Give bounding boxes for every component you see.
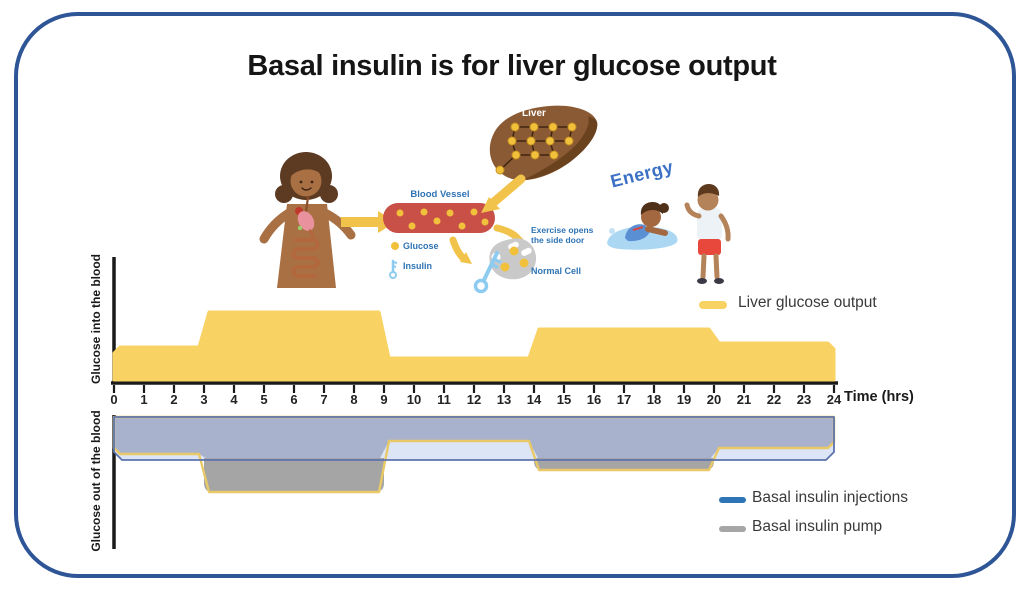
insulin-label: Insulin	[403, 261, 432, 271]
axis-tick-label: 11	[436, 392, 452, 407]
axis-tick-label: 21	[736, 392, 752, 407]
axis-tick-label: 23	[796, 392, 812, 407]
blood-vessel-label: Blood Vessel	[396, 189, 484, 200]
axis-tick-label: 0	[106, 392, 122, 407]
axis-tick-label: 4	[226, 392, 242, 407]
axis-tick-label: 15	[556, 392, 572, 407]
axis-tick-label: 5	[256, 392, 272, 407]
axis-tick-label: 22	[766, 392, 782, 407]
page-title: Basal insulin is for liver glucose outpu…	[0, 50, 1024, 83]
woman-illustration	[264, 152, 351, 288]
axis-tick-label: 18	[646, 392, 662, 407]
swimmer-illustration	[607, 202, 677, 250]
axis-tick-label: 24	[826, 392, 842, 407]
liver-glucose-output-area	[114, 312, 834, 380]
liver-glucose-legend-label: Liver glucose output	[738, 294, 877, 312]
arrow-liver-to-vessel-icon	[481, 179, 521, 213]
axis-tick-label: 9	[376, 392, 392, 407]
liver-glucose-legend-swatch	[699, 301, 727, 309]
axis-tick-label: 12	[466, 392, 482, 407]
axis-tick-label: 16	[586, 392, 602, 407]
insulin-pump-legend-swatch	[719, 526, 746, 532]
axis-tick-label: 20	[706, 392, 722, 407]
axis-tick-label: 6	[286, 392, 302, 407]
axis-tick-label: 13	[496, 392, 512, 407]
blood-vessel-illustration	[383, 203, 495, 233]
exercise-note-label: Exercise opens the side door	[531, 225, 595, 245]
y-axis-label-bottom: Glucose out of the blood	[89, 410, 103, 551]
axis-tick-label: 2	[166, 392, 182, 407]
arrow-to-cell-icon	[453, 240, 472, 264]
axis-tick-label: 19	[676, 392, 692, 407]
standing-person-illustration	[687, 184, 728, 284]
y-axis-label-top: Glucose into the blood	[89, 254, 103, 384]
normal-cell-label: Normal Cell	[531, 266, 581, 276]
axis-tick-label: 8	[346, 392, 362, 407]
glucose-dot-icon	[391, 242, 399, 250]
insulin-area	[114, 417, 834, 492]
liver-label: Liver	[514, 108, 554, 119]
insulin-injections-legend-label: Basal insulin injections	[752, 489, 908, 507]
axis-tick-label: 17	[616, 392, 632, 407]
axis-tick-label: 3	[196, 392, 212, 407]
axis-tick-label: 10	[406, 392, 422, 407]
axis-tick-label: 7	[316, 392, 332, 407]
glucose-label: Glucose	[403, 241, 439, 251]
axis-tick-label: 1	[136, 392, 152, 407]
normal-cell-illustration	[476, 238, 537, 291]
insulin-pump-legend-label: Basal insulin pump	[752, 518, 882, 536]
insulin-mini-key-icon	[390, 261, 397, 278]
x-axis-tick-labels: 0123456789101112131415161718192021222324	[106, 392, 842, 407]
x-axis-title: Time (hrs)	[844, 389, 914, 405]
axis-tick-label: 14	[526, 392, 542, 407]
insulin-injections-legend-swatch	[719, 497, 746, 503]
